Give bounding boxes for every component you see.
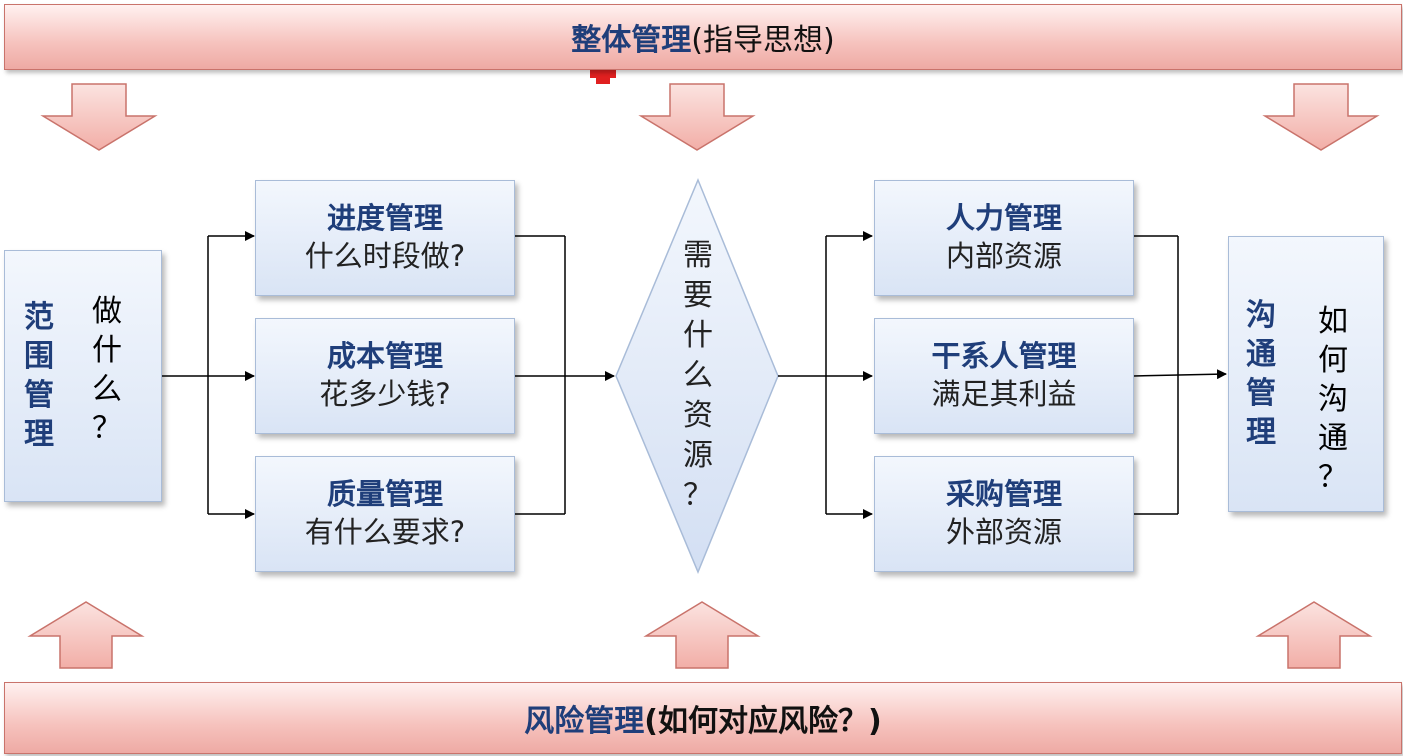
comm-question-char: 通	[1318, 421, 1348, 456]
up-arrow-center	[643, 601, 761, 669]
connector-scope-to-middle	[162, 231, 255, 519]
schedule-management-box: 进度管理 什么时段做?	[255, 180, 515, 296]
scope-management-box	[4, 250, 162, 502]
banner-title: 整体管理	[571, 23, 692, 58]
banner-subtitle: (指导思想)	[691, 23, 835, 58]
diamond-char: 什	[683, 318, 713, 353]
diamond-char: 源	[683, 438, 713, 473]
up-arrow-left	[27, 601, 145, 669]
risk-management-banner: 风险管理(如何对应风险？)	[4, 682, 1402, 754]
scope-question-char: 做	[92, 294, 122, 329]
comm-title: 沟 通 管 理	[1244, 296, 1278, 452]
connector-right-to-comm	[1132, 235, 1227, 515]
scope-question: 做 什 么 ？	[90, 292, 124, 448]
comm-question-char: 沟	[1318, 382, 1348, 417]
stakeholder-management-box: 干系人管理 满足其利益	[874, 318, 1134, 434]
communication-management-box	[1228, 236, 1384, 512]
connector-diamond-to-right	[778, 231, 873, 519]
scope-title-char: 范	[24, 300, 54, 335]
comm-question-char: 何	[1318, 343, 1348, 378]
box-title: 进度管理	[326, 201, 443, 235]
hr-management-box: 人力管理 内部资源	[874, 180, 1134, 296]
box-subtitle: 有什么要求?	[304, 515, 466, 549]
diamond-label: 需 要 什 么 资 源 ？	[680, 236, 716, 516]
box-title: 质量管理	[326, 477, 443, 511]
comm-title-char: 通	[1246, 337, 1276, 372]
box-subtitle: 内部资源	[945, 239, 1062, 273]
procurement-management-box: 采购管理 外部资源	[874, 456, 1134, 572]
down-arrow-center	[638, 83, 756, 151]
comm-question-char: ？	[1318, 460, 1348, 495]
cost-management-box: 成本管理 花多少钱?	[255, 318, 515, 434]
integration-management-banner: 整体管理(指导思想)	[4, 4, 1402, 70]
risk-banner-subtitle: (如何对应风险？)	[644, 704, 882, 739]
box-title: 成本管理	[326, 339, 443, 373]
comm-question-char: 如	[1318, 304, 1348, 339]
diamond-char: 要	[683, 278, 713, 313]
comm-title-char: 沟	[1246, 298, 1276, 333]
diamond-char: ？	[683, 478, 713, 513]
box-title: 干系人管理	[931, 339, 1077, 373]
box-title: 采购管理	[945, 477, 1062, 511]
box-title: 人力管理	[945, 201, 1062, 235]
diamond-char: 需	[683, 238, 713, 273]
comm-question: 如 何 沟 通 ？	[1316, 302, 1350, 497]
up-arrow-right	[1255, 601, 1373, 669]
down-arrow-left	[40, 83, 158, 151]
box-subtitle: 花多少钱?	[319, 377, 451, 411]
diamond-char: 么	[683, 358, 713, 393]
box-subtitle: 满足其利益	[931, 377, 1077, 411]
comm-title-char: 管	[1246, 376, 1276, 411]
scope-title: 范 围 管 理	[22, 298, 56, 454]
down-arrow-right	[1262, 83, 1380, 151]
box-subtitle: 什么时段做?	[304, 239, 466, 273]
comm-title-char: 理	[1246, 415, 1276, 450]
connector-middle-to-diamond	[515, 235, 615, 515]
scope-title-char: 管	[24, 378, 54, 413]
quality-management-box: 质量管理 有什么要求?	[255, 456, 515, 572]
scope-title-char: 理	[24, 417, 54, 452]
scope-title-char: 围	[24, 339, 54, 374]
box-subtitle: 外部资源	[945, 515, 1062, 549]
diamond-char: 资	[683, 398, 713, 433]
resource-diamond	[615, 178, 779, 574]
scope-question-char: ？	[92, 411, 122, 446]
risk-banner-title: 风险管理	[524, 704, 645, 739]
scope-question-char: 什	[92, 333, 122, 368]
scope-question-char: 么	[92, 372, 122, 407]
